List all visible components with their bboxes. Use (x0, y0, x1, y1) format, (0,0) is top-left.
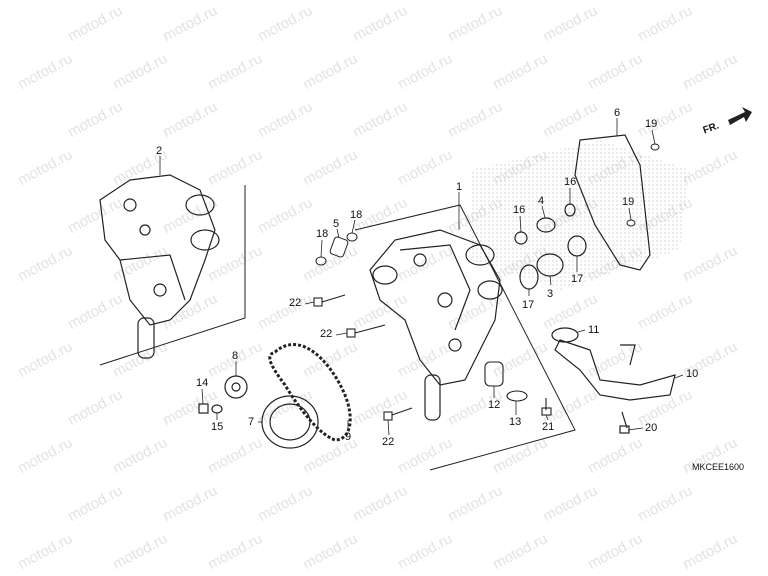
part-1-pump (369, 229, 503, 421)
callout-5: 5 (333, 218, 340, 230)
callout-6: 6 (614, 107, 621, 119)
callout-22b: 22 (320, 328, 333, 340)
callout-13: 13 (509, 416, 522, 428)
callout-18a: 18 (316, 228, 329, 240)
callout-16a: 16 (513, 204, 526, 216)
part-12-13-21 (484, 361, 552, 416)
callout-1: 1 (456, 181, 463, 193)
callout-17a: 17 (522, 299, 535, 311)
callout-3: 3 (547, 288, 554, 300)
part-2-housing (99, 174, 220, 359)
callout-9: 9 (345, 431, 352, 443)
callout-19b: 19 (622, 196, 635, 208)
parts-7-8-14-15 (198, 375, 319, 449)
callout-20: 20 (645, 422, 658, 434)
callout-11: 11 (588, 324, 600, 336)
callout-19a: 19 (645, 118, 658, 130)
assembly-1-bracket (354, 204, 576, 471)
callout-18b: 18 (350, 209, 363, 221)
callout-7: 7 (248, 416, 255, 428)
callout-17b: 17 (571, 273, 584, 285)
part-5-collar (315, 232, 358, 266)
callout-14: 14 (196, 377, 209, 389)
part-6-gasket (574, 134, 651, 271)
callout-10: 10 (686, 368, 699, 380)
fr-arrow-icon (728, 107, 752, 125)
callout-12: 12 (488, 399, 501, 411)
callout-22c: 22 (382, 436, 395, 448)
callout-4: 4 (538, 195, 545, 207)
callout-8: 8 (232, 350, 239, 362)
diagram-code: MKCEE1600 (692, 462, 745, 472)
part-10-pipe (551, 327, 676, 434)
callout-15: 15 (211, 421, 224, 433)
callout-2: 2 (156, 145, 163, 157)
stipple-region (470, 140, 690, 290)
leader-lines (159, 118, 684, 436)
callout-21: 21 (542, 421, 555, 433)
callout-16b: 16 (564, 176, 577, 188)
assembly-2-bracket (99, 185, 246, 366)
callout-22a: 22 (289, 297, 302, 309)
